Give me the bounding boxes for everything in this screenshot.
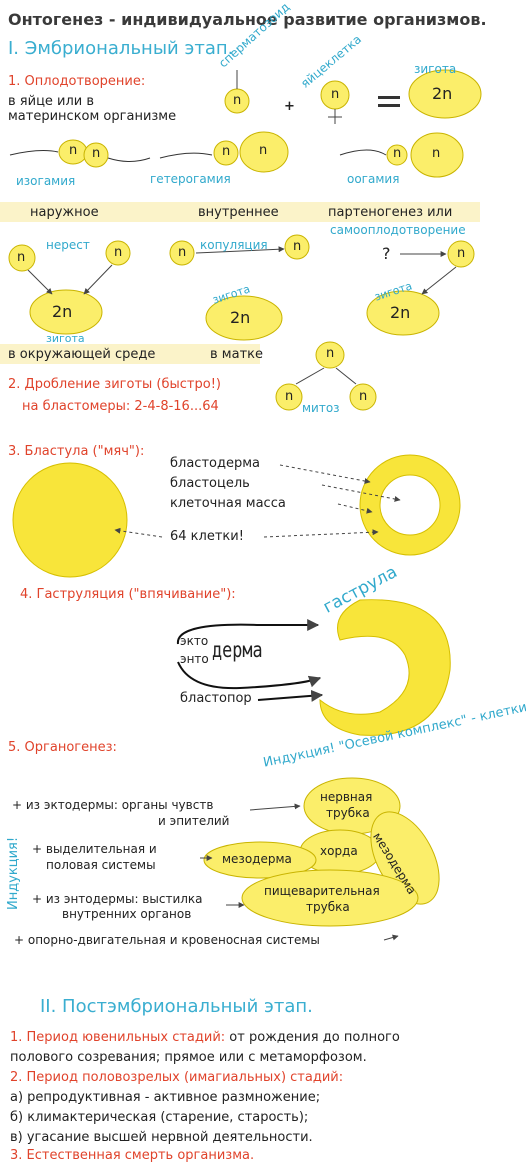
organ-item-3: + из энтодермы: выстилка	[32, 892, 203, 906]
mitosis-label: митоз	[302, 401, 340, 415]
period-2a: а) репродуктивная - активное размножение…	[10, 1090, 321, 1105]
period-2b: б) климактерическая (старение, старость)…	[10, 1110, 309, 1125]
period-1-head: 1. Период ювенильных стадий:	[10, 1030, 226, 1045]
period-1: 1. Период ювенильных стадий: от рождения…	[10, 1030, 400, 1045]
zygote-label-1: зигота	[46, 332, 85, 345]
period-1-rest: от рождения до полного	[225, 1030, 400, 1045]
neural-tube-1: нервная	[320, 790, 373, 804]
cleavage-detail: на бластомеры: 2-4-8-16...64	[22, 399, 219, 414]
digestive-tube-2: трубка	[306, 900, 350, 914]
plus-sign: +	[284, 99, 295, 114]
oo-n2: n	[432, 146, 441, 161]
self-fertilization-label: самооплодотворение	[330, 223, 466, 237]
mitosis-n-right: n	[359, 389, 368, 404]
mode-internal: внутреннее	[198, 205, 279, 220]
mitosis-n-top: n	[326, 346, 335, 361]
blastula-ball	[12, 462, 128, 578]
mode-external: наружное	[30, 205, 99, 220]
cop-2n: 2n	[230, 308, 251, 327]
blastopore-label: бластопор	[180, 691, 252, 706]
neural-tube-2: трубка	[326, 806, 370, 820]
oogamy-label: оогамия	[347, 172, 400, 186]
blastula-heading: 3. Бластула ("мяч"):	[8, 444, 145, 459]
self-2n: 2n	[390, 303, 411, 322]
period-2c: в) угасание высшей нервной деятельности.	[10, 1130, 313, 1145]
heterogamy-label: гетерогамия	[150, 172, 231, 186]
period-2: 2. Период половозрелых (имагиальных) ста…	[10, 1070, 344, 1085]
egg-n: n	[331, 87, 340, 102]
fertilization-note-2: материнском организме	[8, 109, 177, 124]
spawn-n2: n	[114, 245, 123, 260]
cells-count-label: 64 клетки!	[170, 529, 244, 544]
mitosis-n-left: n	[285, 389, 294, 404]
place-environment: в окружающей среде	[8, 347, 156, 362]
ecto-label: экто	[180, 634, 209, 648]
blastoderm-label: бластодерма	[170, 456, 260, 471]
organ-item-3b: внутренних органов	[62, 907, 192, 921]
organ-item-1: + из эктодермы: органы чувств	[12, 798, 214, 812]
places-band	[0, 344, 260, 364]
spawn-2n: 2n	[52, 302, 73, 321]
page-title: Онтогенез - индивидуальное развитие орга…	[8, 10, 487, 29]
organ-item-2: + выделительная и	[32, 842, 157, 856]
copulation-label: копуляция	[200, 238, 268, 252]
blastula-ring	[359, 454, 461, 556]
digestive-tube-1: пищеварительная	[264, 884, 380, 898]
place-uterus: в матке	[210, 347, 263, 362]
period-1-line2: полового созревания; прямое или с метамо…	[10, 1050, 367, 1065]
derm-label: дерма	[212, 638, 263, 662]
iso-n2: n	[92, 146, 101, 161]
embryo-heading: I. Эмбриональный этап.	[8, 38, 234, 59]
blastocoel-label: бластоцель	[170, 476, 250, 491]
modes-band	[0, 202, 480, 222]
cop-n2: n	[293, 239, 302, 254]
mode-parthenogenesis: партеногенез или	[328, 205, 453, 220]
zygote-label: зигота	[414, 62, 457, 76]
organ-item-2b: половая системы	[46, 858, 156, 872]
iso-n1: n	[69, 143, 78, 158]
cop-n1: n	[178, 245, 187, 260]
notochord-label: хорда	[320, 844, 358, 858]
endo-label: энто	[180, 652, 209, 666]
fertilization-heading: 1. Оплодотворение:	[8, 74, 146, 89]
fertilization-note-1: в яйце или в	[8, 94, 95, 109]
question-mark: ?	[382, 244, 391, 263]
organ-item-4: + опорно-двигательная и кровеносная сист…	[14, 933, 320, 947]
isogamy-label: изогамия	[16, 174, 76, 188]
zygote	[408, 69, 482, 119]
cell-mass-label: клеточная масса	[170, 496, 286, 511]
hetero-n1: n	[222, 144, 231, 159]
mesoderm-left: мезодерма	[222, 852, 292, 866]
hetero-n2: n	[259, 143, 268, 158]
spawn-n1: n	[17, 250, 26, 265]
cleavage-heading: 2. Дробление зиготы (быстро!)	[8, 377, 221, 392]
organogenesis-heading: 5. Органогенез:	[8, 740, 117, 755]
spawn-label: нерест	[46, 238, 90, 252]
gastrulation-heading: 4. Гаструляция ("впячивание"):	[20, 587, 236, 602]
post-heading: II. Постэмбриональный этап.	[40, 996, 313, 1017]
oo-n1: n	[393, 146, 402, 161]
organ-item-1b: и эпителий	[158, 814, 230, 828]
self-n: n	[457, 246, 466, 261]
zygote-2n: 2n	[432, 84, 453, 103]
induction-left-label: Индукция!	[6, 836, 21, 910]
period-3: 3. Естественная смерть организма.	[10, 1148, 255, 1163]
sperm-n: n	[233, 93, 242, 108]
